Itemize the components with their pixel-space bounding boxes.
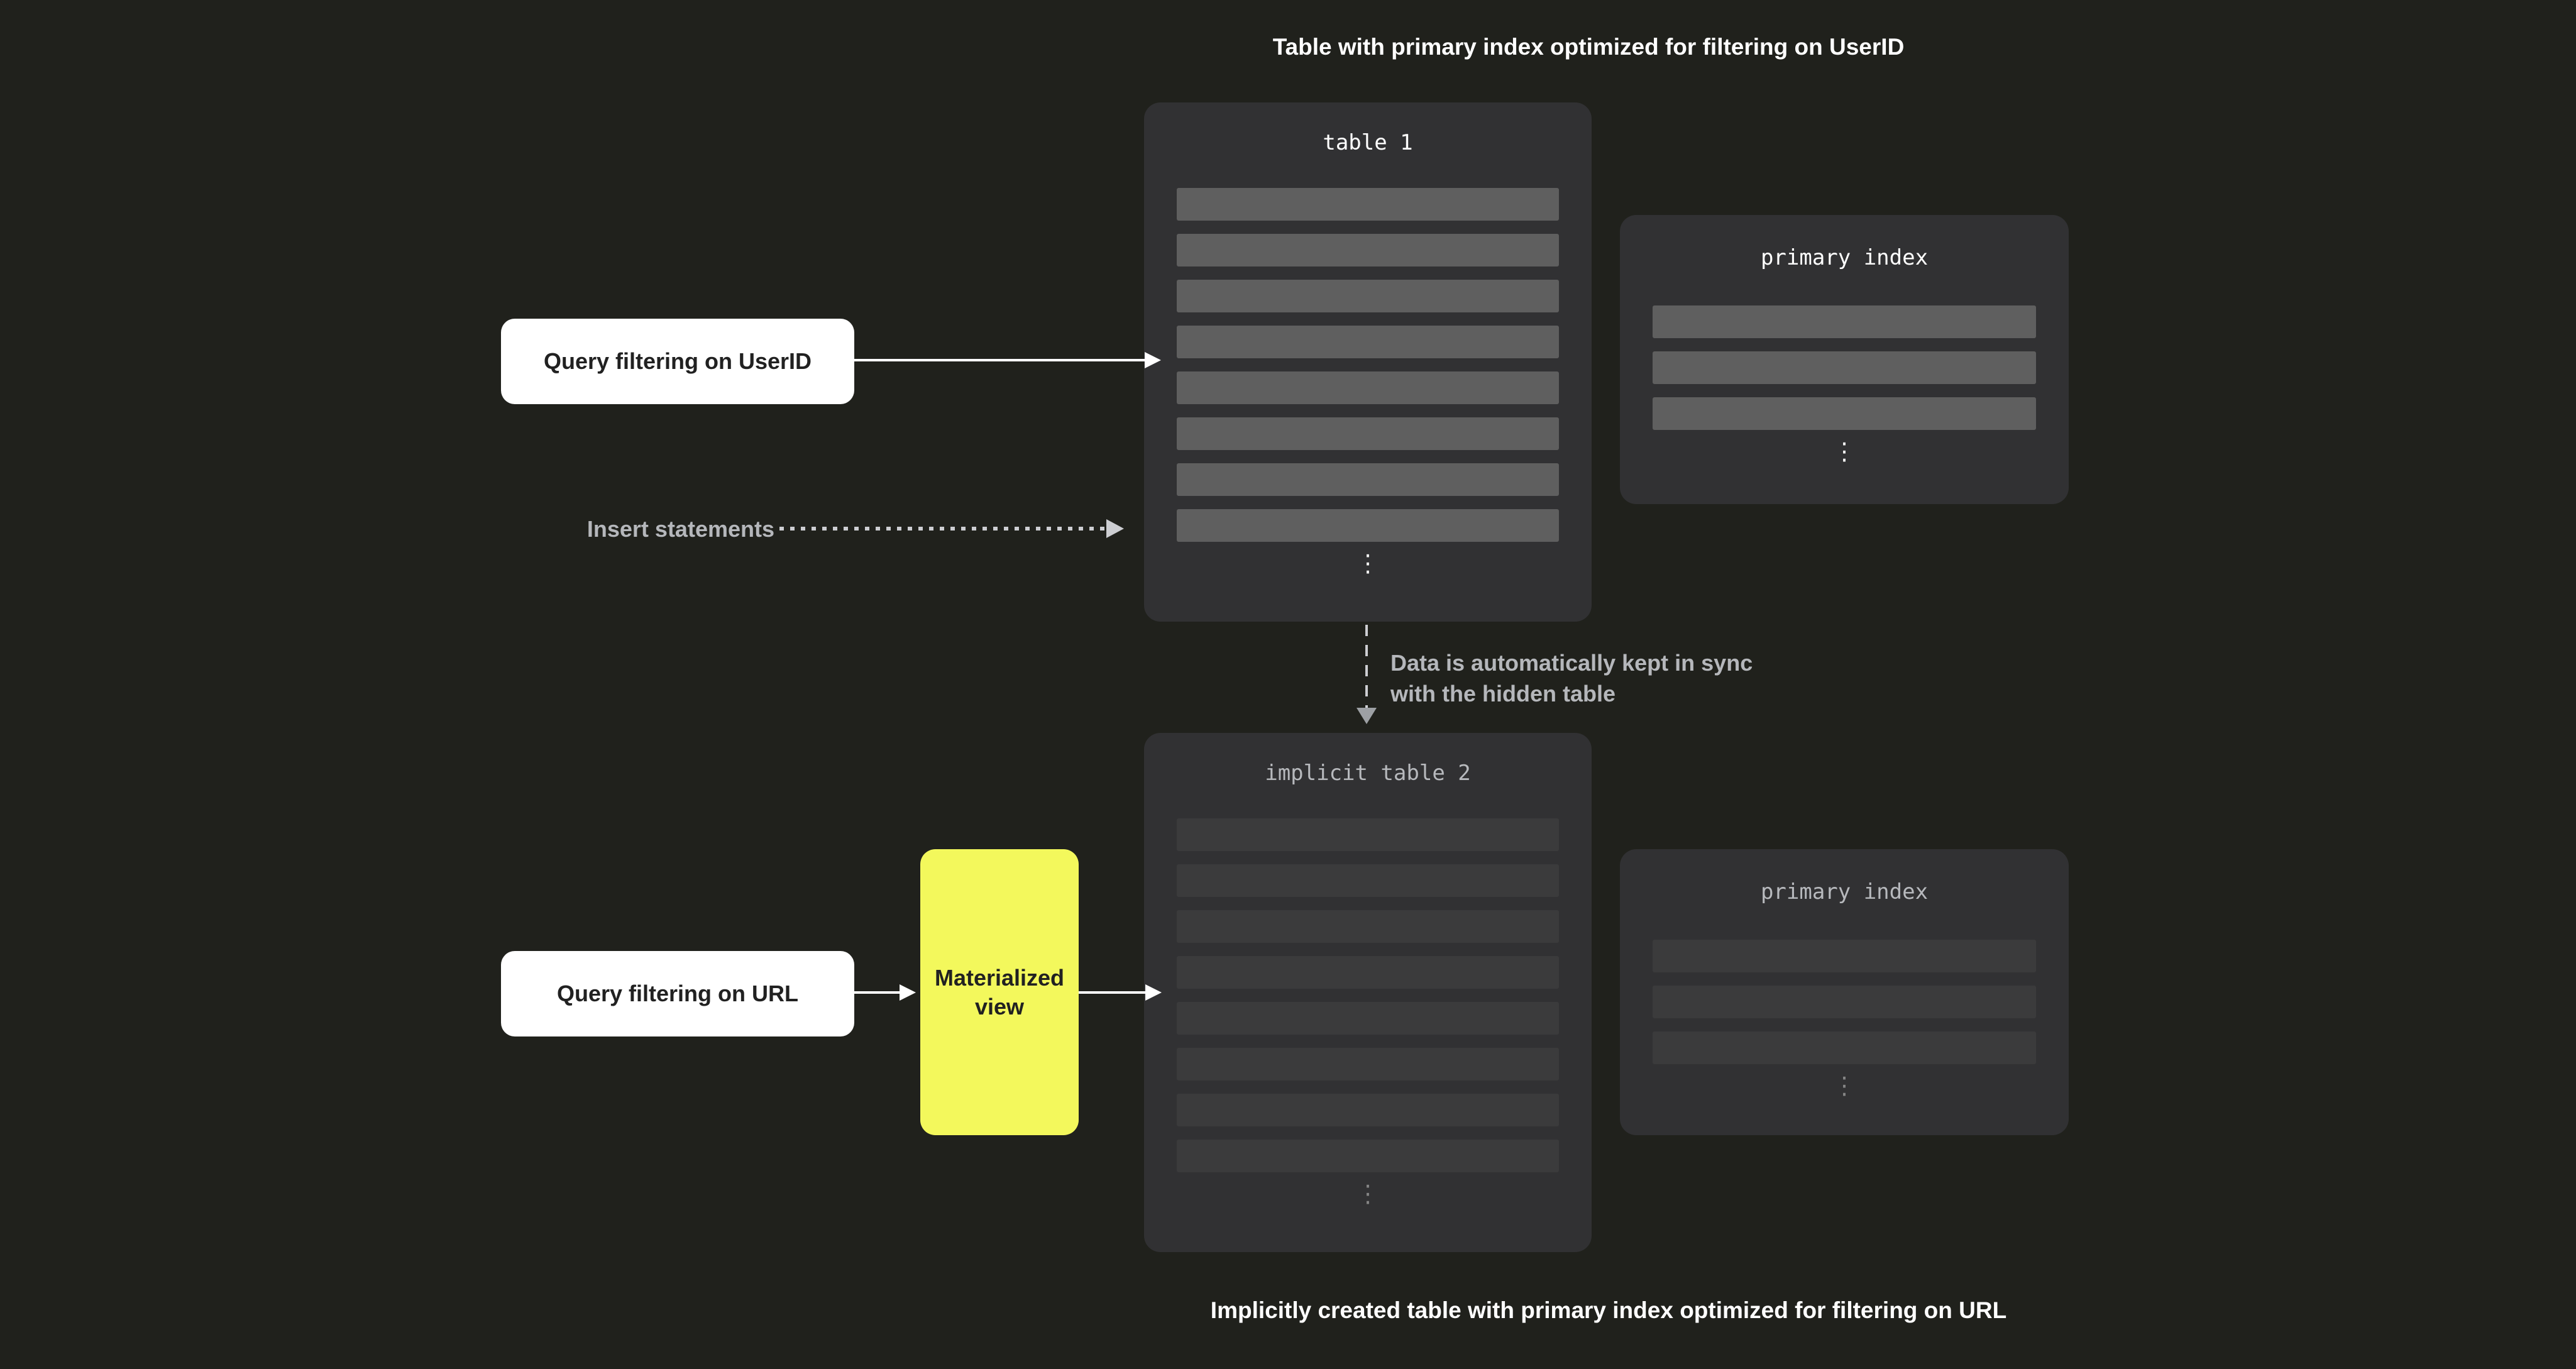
table-row bbox=[1177, 234, 1559, 267]
query-userid-label: Query filtering on UserID bbox=[543, 348, 812, 374]
table1-ellipsis-icon: ⋮ bbox=[1356, 549, 1380, 577]
arrow-url-to-matview-head-icon bbox=[900, 984, 916, 1001]
materialized-view-node: Materialized view bbox=[920, 849, 1079, 1135]
table-row bbox=[1177, 280, 1559, 312]
materialized-view-label: Materialized view bbox=[934, 964, 1065, 1020]
primary-index-top-panel: primary index ⋮ bbox=[1620, 215, 2069, 504]
table-row bbox=[1177, 326, 1559, 358]
table-row bbox=[1177, 956, 1559, 989]
table-row bbox=[1653, 397, 2036, 430]
sync-note-line2: with the hidden table bbox=[1390, 681, 1616, 706]
insert-statements-label: Insert statements bbox=[586, 516, 774, 542]
primary-index-bottom-rows bbox=[1653, 940, 2036, 1064]
table-row bbox=[1653, 986, 2036, 1018]
table-row bbox=[1177, 371, 1559, 404]
primary-index-top-ellipsis-icon: ⋮ bbox=[1832, 437, 1856, 465]
table-row bbox=[1177, 1002, 1559, 1035]
table-row bbox=[1177, 864, 1559, 897]
table-row bbox=[1177, 509, 1559, 542]
sync-note: Data is automatically kept in sync with … bbox=[1390, 647, 1830, 709]
sync-note-line1: Data is automatically kept in sync bbox=[1390, 650, 1753, 676]
arrow-matview-to-table2-head-icon bbox=[1145, 984, 1162, 1001]
table-row bbox=[1177, 188, 1559, 221]
table-row bbox=[1653, 940, 2036, 972]
arrow-userid-to-table1-head-icon bbox=[1145, 352, 1161, 368]
table-row bbox=[1177, 1140, 1559, 1172]
arrow-matview-to-table2 bbox=[1079, 991, 1145, 994]
table2-ellipsis-icon: ⋮ bbox=[1356, 1180, 1380, 1207]
table-row bbox=[1177, 417, 1559, 450]
table-row bbox=[1177, 1048, 1559, 1080]
query-url-node: Query filtering on URL bbox=[501, 951, 854, 1036]
primary-index-bottom-ellipsis-icon: ⋮ bbox=[1832, 1072, 1856, 1099]
table-row bbox=[1177, 463, 1559, 496]
top-caption: Table with primary index optimized for f… bbox=[1272, 34, 1905, 60]
primary-index-top-rows bbox=[1653, 305, 2036, 430]
query-url-label: Query filtering on URL bbox=[556, 981, 798, 1006]
arrow-insert-to-table1-head-icon bbox=[1106, 519, 1124, 538]
table1-title: table 1 bbox=[1323, 130, 1413, 155]
arrow-insert-to-table1 bbox=[779, 527, 1106, 531]
table1-panel: table 1 ⋮ bbox=[1144, 102, 1592, 622]
table-row bbox=[1177, 910, 1559, 943]
bottom-caption: Implicitly created table with primary in… bbox=[1210, 1297, 2007, 1323]
table2-title: implicit table 2 bbox=[1265, 761, 1471, 786]
table-row bbox=[1653, 351, 2036, 384]
arrow-url-to-matview bbox=[854, 991, 900, 994]
arrow-table1-to-table2-head-icon bbox=[1357, 708, 1377, 724]
table2-panel: implicit table 2 ⋮ bbox=[1144, 733, 1592, 1252]
arrow-table1-to-table2 bbox=[1365, 625, 1368, 708]
table-row bbox=[1653, 305, 2036, 338]
table-row bbox=[1653, 1031, 2036, 1064]
query-userid-node: Query filtering on UserID bbox=[501, 319, 854, 404]
table-row bbox=[1177, 1094, 1559, 1126]
primary-index-top-title: primary index bbox=[1760, 245, 1929, 270]
table1-rows bbox=[1177, 188, 1559, 542]
arrow-userid-to-table1 bbox=[854, 359, 1145, 361]
table2-rows bbox=[1177, 818, 1559, 1172]
table-row bbox=[1177, 818, 1559, 851]
primary-index-bottom-panel: primary index ⋮ bbox=[1620, 849, 2069, 1135]
primary-index-bottom-title: primary index bbox=[1760, 879, 1929, 904]
